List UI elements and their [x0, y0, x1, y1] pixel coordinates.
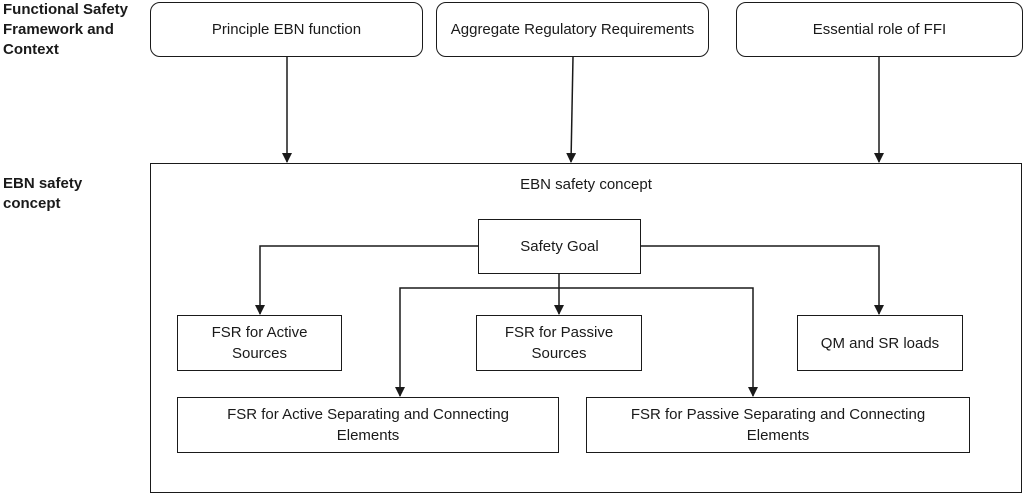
arrow-goal-to-qm-loads [640, 245, 884, 315]
safety-goal-box: Safety Goal [478, 219, 641, 274]
fsr-passive-sources-box: FSR for Passive Sources [476, 315, 642, 371]
fsr-active-separating-box: FSR for Active Separating and Connecting… [177, 397, 559, 453]
concept-section-label: EBN safety concept [3, 175, 83, 212]
principle-ebn-function-box: Principle EBN function [150, 2, 423, 57]
aggregate-regulatory-requirements-box: Aggregate Regulatory Requirements [436, 2, 709, 57]
qm-sr-loads-box: QM and SR loads [797, 315, 963, 371]
arrow-regulatory-to-concept [566, 56, 577, 163]
ebn-safety-concept-title: EBN safety concept [520, 176, 652, 193]
arrow-goal-to-active-separating [395, 287, 559, 397]
arrow-goal-to-passive-separating [559, 287, 758, 397]
context-section-label: Functional Safety Framework and Context [3, 1, 129, 58]
fsr-active-sources-box: FSR for Active Sources [177, 315, 342, 371]
arrow-goal-to-active-sources [255, 245, 478, 315]
fsr-passive-separating-box: FSR for Passive Separating and Connectin… [586, 397, 970, 453]
essential-role-ffi-box: Essential role of FFI [736, 2, 1023, 57]
